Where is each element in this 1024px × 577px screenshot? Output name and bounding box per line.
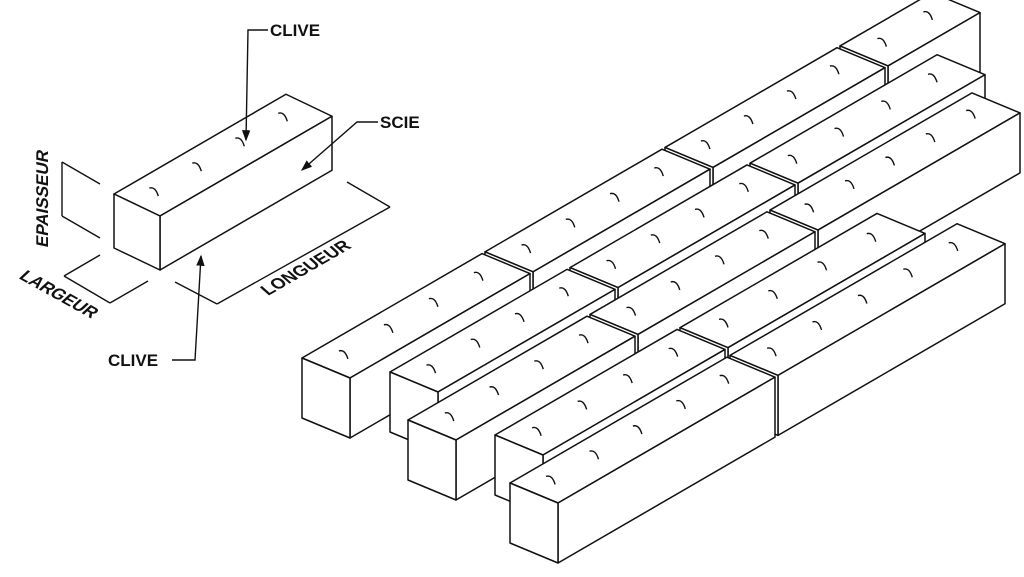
cleft-mark <box>514 312 525 323</box>
cleft-mark <box>383 323 394 334</box>
cleft-mark <box>278 112 288 122</box>
cleft-mark <box>521 244 532 254</box>
cleft-mark <box>857 294 868 304</box>
leader-clive-bottom <box>172 254 205 361</box>
cleft-mark <box>829 65 840 75</box>
dimension-longueur <box>174 181 391 305</box>
cleft-mark <box>609 192 620 202</box>
cleft-mark <box>927 73 938 83</box>
dimension-epaisseur <box>61 161 101 239</box>
cleft-mark <box>654 167 664 177</box>
cleft-mark <box>718 318 729 328</box>
cleft-mark <box>877 37 888 47</box>
cleft-mark <box>694 208 705 218</box>
cleft-mark <box>626 306 637 316</box>
label-clive-bottom: CLIVE <box>108 351 158 370</box>
cleft-mark <box>559 287 569 297</box>
cleft-mark <box>235 137 245 147</box>
cleft-mark <box>768 289 778 300</box>
end-face <box>301 357 351 439</box>
cleft-mark <box>470 338 481 348</box>
label-largeur: LARGEUR <box>15 267 104 322</box>
cleft-mark <box>965 109 976 119</box>
cleft-mark <box>577 400 588 410</box>
cleft-mark <box>903 268 913 278</box>
cleft-mark <box>622 374 633 384</box>
cleft-mark <box>632 425 643 435</box>
cleft-mark <box>589 450 600 460</box>
cleft-mark <box>714 255 725 265</box>
cleft-mark <box>948 241 959 252</box>
cleft-mark <box>489 386 500 396</box>
cleft-mark <box>578 334 589 344</box>
cleft-mark <box>426 364 437 374</box>
cleft-mark <box>743 115 754 125</box>
dimension-largeur <box>63 254 149 304</box>
cleft-mark <box>676 399 686 410</box>
cleft-mark <box>473 271 484 281</box>
cleft-mark <box>668 347 679 357</box>
cleft-mark <box>787 154 798 164</box>
cleft-mark <box>670 280 681 291</box>
cleft-mark <box>817 261 828 271</box>
cleft-mark <box>925 133 936 143</box>
cleft-mark <box>149 187 159 197</box>
cleft-mark <box>444 412 455 422</box>
label-clive-top: CLIVE <box>270 21 320 40</box>
cleft-mark <box>786 90 797 100</box>
label-epaisseur: EPAISSEUR <box>32 147 52 249</box>
cleft-mark <box>545 475 556 485</box>
cleft-mark <box>866 232 877 242</box>
end-face <box>509 482 559 564</box>
cleft-mark <box>834 127 845 137</box>
cleft-mark <box>812 320 823 331</box>
cleft-mark <box>885 156 896 166</box>
cleft-mark <box>650 234 661 244</box>
single-block <box>113 93 333 271</box>
cleft-mark <box>759 229 769 239</box>
cleft-mark <box>534 360 544 370</box>
cleft-mark <box>531 426 542 437</box>
cleft-mark <box>606 259 617 269</box>
cleft-mark <box>766 347 777 357</box>
leader-clive-top <box>241 29 268 142</box>
leader-scie <box>300 121 378 171</box>
block-stack <box>301 0 1021 564</box>
cleft-mark <box>739 182 749 192</box>
cleft-mark <box>804 203 815 213</box>
cleft-mark <box>192 162 202 172</box>
cleft-mark <box>923 10 934 21</box>
cleft-mark <box>844 179 855 190</box>
cleft-mark <box>719 374 730 384</box>
cleft-mark <box>700 139 711 150</box>
cleft-mark <box>428 297 439 307</box>
end-face <box>113 193 161 271</box>
cleft-mark <box>565 218 576 228</box>
label-scie: SCIE <box>380 113 420 132</box>
label-longueur: LONGUEUR <box>256 236 356 299</box>
cleft-mark <box>338 349 349 360</box>
end-face <box>407 419 457 501</box>
cleft-mark <box>881 100 891 110</box>
